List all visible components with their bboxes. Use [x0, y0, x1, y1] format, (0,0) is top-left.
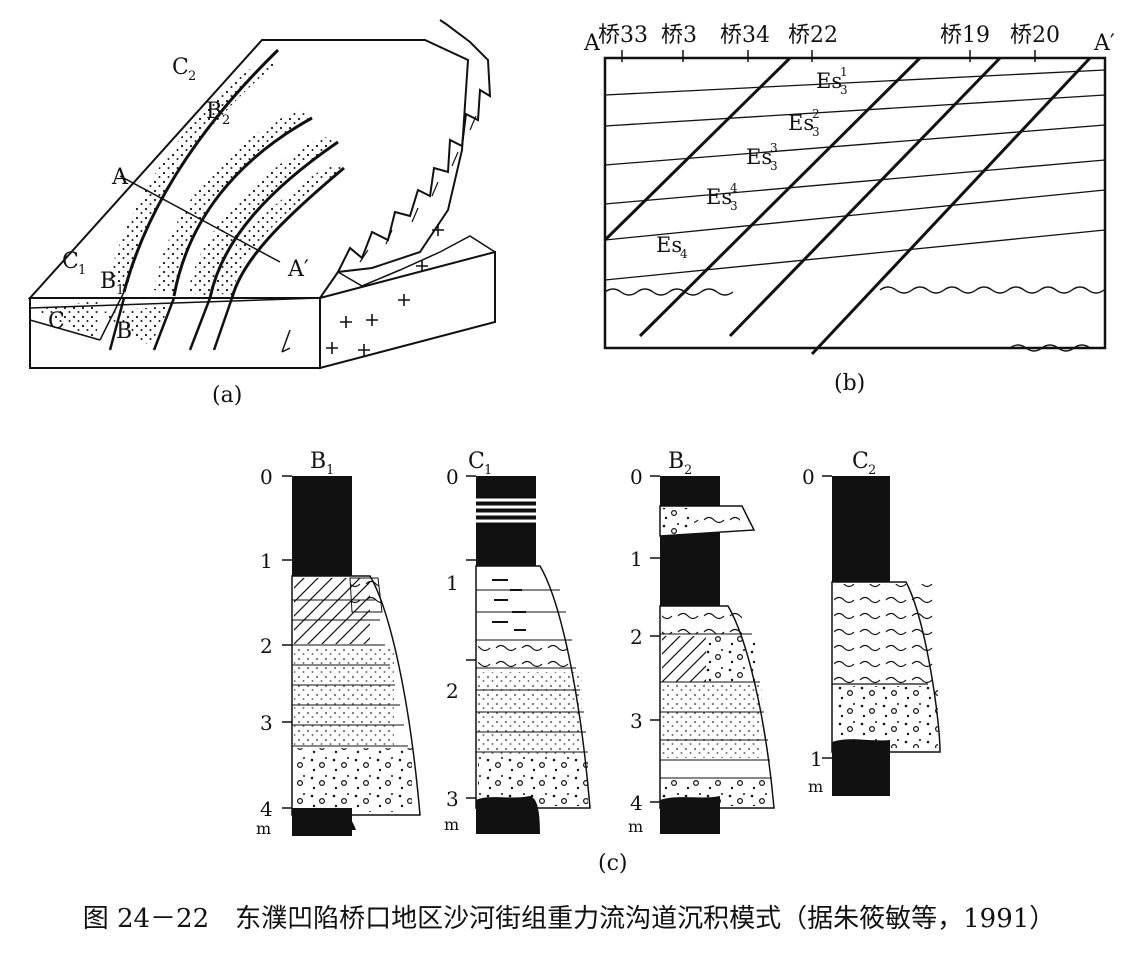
svg-text:3: 3	[840, 83, 848, 97]
svg-text:3: 3	[260, 711, 273, 735]
well-label: 桥34	[720, 23, 770, 48]
label-c-front: C	[48, 309, 65, 334]
label-c2-sub: 2	[188, 69, 196, 84]
svg-text:1: 1	[446, 571, 459, 595]
label-a-prime: A′	[287, 257, 309, 282]
section-end-a: A	[583, 31, 601, 56]
column-sub: 1	[326, 463, 334, 478]
svg-text:3: 3	[770, 159, 778, 173]
svg-text:Es: Es	[816, 69, 842, 93]
svg-text:2: 2	[446, 679, 459, 703]
column-b2: B 2 0 1 2 3 4 m	[628, 449, 775, 836]
panel-c-label: (c)	[598, 851, 628, 876]
svg-text:3: 3	[770, 141, 778, 155]
svg-text:Es: Es	[656, 233, 682, 257]
column-sub: 2	[868, 463, 876, 478]
svg-text:m: m	[628, 817, 643, 836]
label-a: A	[111, 165, 129, 190]
column-b1: B 1 0 1 2 3 4 m	[256, 449, 421, 838]
panel-b-cross-section: A A′ 桥33 桥3 桥34 桥22 桥19 桥20 Es 3 1 Es 3 …	[583, 23, 1115, 396]
well-label: 桥3	[661, 23, 697, 48]
column-name: B	[668, 449, 684, 474]
panel-a-label: (a)	[212, 383, 242, 408]
svg-text:3: 3	[446, 787, 459, 811]
label-b2: B	[206, 99, 222, 124]
svg-text:0: 0	[802, 465, 815, 489]
column-sub: 2	[684, 463, 692, 478]
label-c1-sub: 1	[78, 263, 86, 278]
panel-b-label: (b)	[834, 371, 865, 396]
svg-text:1: 1	[630, 547, 643, 571]
svg-text:0: 0	[446, 465, 459, 489]
panel-a-block-diagram: C 2 B 2 A A′ C 1 B 1 C B (a)	[27, 19, 496, 408]
svg-text:0: 0	[260, 465, 273, 489]
svg-text:4: 4	[730, 181, 738, 195]
svg-text:1: 1	[260, 549, 273, 573]
unit-es4: Es 4	[656, 233, 688, 261]
panel-c-columns: B 1 0 1 2 3 4 m C 1	[256, 449, 941, 876]
label-b2-sub: 2	[222, 113, 230, 128]
column-c1: C 1 0 1 2 3 m	[444, 449, 591, 834]
svg-text:3: 3	[812, 125, 820, 139]
svg-text:2: 2	[812, 107, 820, 121]
svg-text:4: 4	[680, 247, 688, 261]
column-c2: C 2 0 1 m	[802, 449, 941, 796]
unit-es3-4: Es 3 4	[706, 181, 738, 213]
svg-text:1: 1	[810, 747, 823, 771]
well-label: 桥33	[598, 23, 648, 48]
label-b1-sub: 1	[116, 283, 124, 298]
unit-es3-2: Es 3 2	[788, 107, 820, 139]
svg-text:m: m	[444, 815, 459, 834]
column-name: B	[310, 449, 326, 474]
svg-text:Es: Es	[706, 185, 732, 209]
column-sub: 1	[484, 463, 492, 478]
unit-es3-3: Es 3 3	[746, 141, 778, 173]
svg-text:2: 2	[630, 625, 643, 649]
svg-text:4: 4	[630, 791, 643, 815]
label-c1: C	[62, 249, 79, 274]
column-name: C	[468, 449, 485, 474]
svg-text:m: m	[256, 819, 271, 838]
label-b-front: B	[116, 319, 132, 344]
svg-text:m: m	[808, 777, 823, 796]
well-label: 桥19	[940, 23, 990, 48]
svg-text:0: 0	[630, 465, 643, 489]
svg-text:3: 3	[630, 709, 643, 733]
svg-text:3: 3	[730, 199, 738, 213]
label-b1: B	[100, 269, 116, 294]
well-label: 桥20	[1010, 23, 1060, 48]
svg-text:Es: Es	[746, 145, 772, 169]
svg-text:2: 2	[260, 634, 273, 658]
figure-caption: 图 24－22 东濮凹陷桥口地区沙河街组重力流沟道沉积模式（据朱筱敏等，1991…	[82, 904, 1056, 934]
svg-text:Es: Es	[788, 111, 814, 135]
label-c2: C	[172, 55, 189, 80]
svg-text:1: 1	[840, 65, 848, 79]
unit-es3-1: Es 3 1	[816, 65, 848, 97]
section-end-a-prime: A′	[1093, 31, 1115, 56]
svg-text:4: 4	[260, 797, 273, 821]
column-name: C	[852, 449, 869, 474]
well-label: 桥22	[788, 23, 838, 48]
